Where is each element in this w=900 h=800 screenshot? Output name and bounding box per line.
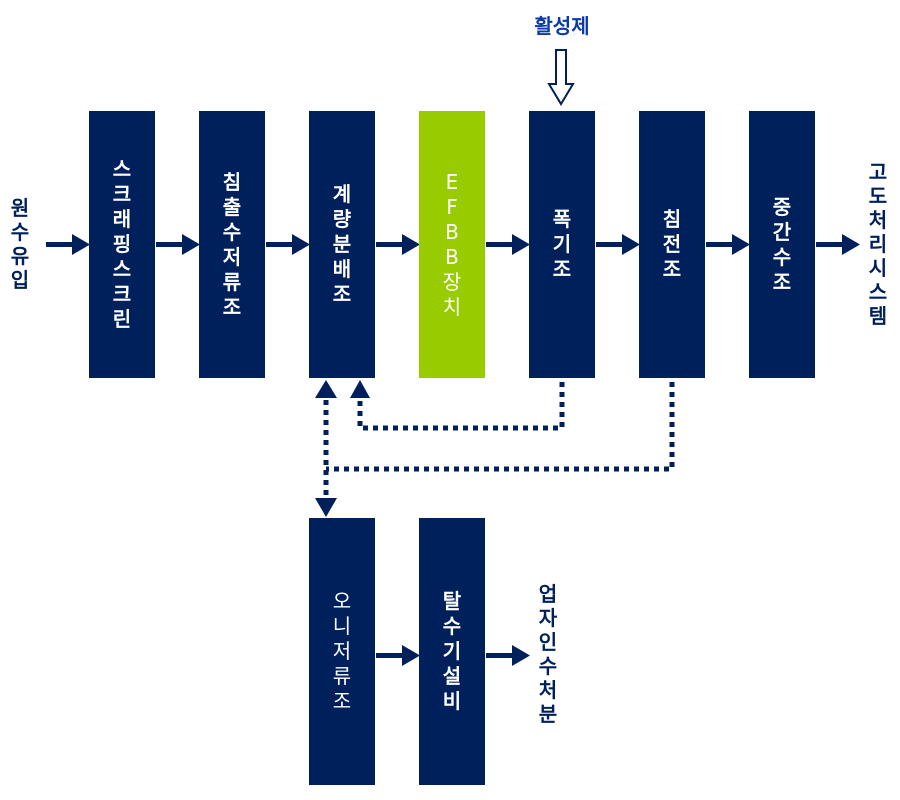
process-box-grit-storage[interactable]: 침출수 저류조	[199, 111, 265, 378]
arrow-6	[706, 234, 750, 255]
process-box-intermediate-tank[interactable]: 중간수조	[749, 111, 815, 378]
process-label: 침출수 저류조	[222, 169, 249, 319]
arrow-input	[46, 234, 90, 255]
process-label: 오니 저류조	[332, 589, 358, 713]
arrow-5	[596, 234, 640, 255]
additive-label: 활성제	[534, 14, 590, 38]
process-box-settling-tank[interactable]: 침전조	[639, 111, 705, 378]
additive-arrow	[547, 49, 575, 106]
arrow-4	[486, 234, 530, 255]
arrow-output	[816, 234, 860, 255]
process-label: 중간수조	[772, 194, 792, 294]
process-box-sludge-storage[interactable]: 오니 저류조	[309, 518, 375, 785]
arrow-sludge-output	[486, 645, 530, 666]
arrow-return-up-1	[315, 380, 337, 398]
arrow-sludge-1	[376, 645, 420, 666]
arrow-3	[376, 234, 420, 255]
arrow-return-down	[315, 498, 337, 517]
return-line-aeration	[357, 382, 565, 431]
process-label: EFBB장치	[442, 169, 462, 319]
process-label: 침전조	[662, 207, 682, 281]
input-label: 원수 유입	[10, 196, 37, 292]
process-label: 계량 분배조	[332, 182, 359, 306]
process-box-dewatering[interactable]: 탈수기 설비	[419, 518, 485, 785]
process-label: 탈수기 설비	[442, 589, 469, 713]
arrow-1	[156, 234, 200, 255]
process-box-aeration-tank[interactable]: 폭기조	[529, 111, 595, 378]
output-label: 고도처리 시스템	[868, 160, 895, 328]
sludge-output-label: 업자 인수 처분	[538, 582, 565, 726]
process-label: 폭기조	[552, 207, 572, 281]
arrow-return-up-2	[350, 380, 370, 398]
process-box-metering-distribution[interactable]: 계량 분배조	[309, 111, 375, 378]
arrow-2	[266, 234, 310, 255]
process-label: 스크래핑 스크린	[112, 157, 139, 331]
process-box-efbb-device[interactable]: EFBB장치	[419, 111, 485, 378]
process-box-scraping-screen[interactable]: 스크래핑 스크린	[89, 111, 155, 378]
